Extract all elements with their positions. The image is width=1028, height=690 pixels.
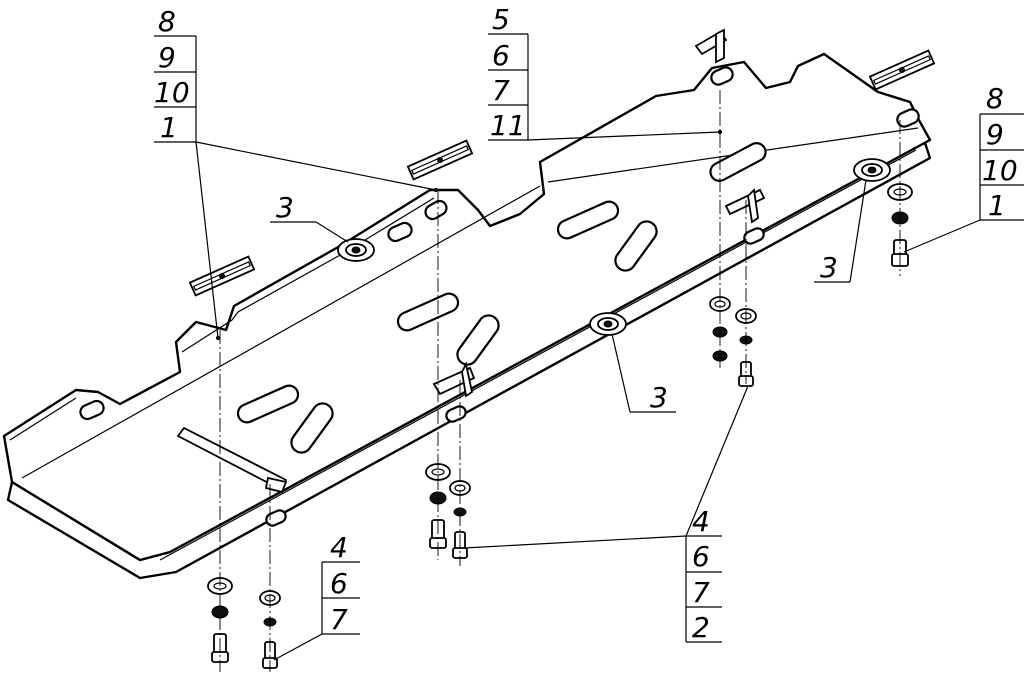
bracket	[461, 361, 474, 398]
callout-label: 3	[820, 251, 838, 284]
callout-lower-right: 4 6 7 2	[685, 505, 722, 644]
callout-nuts: 3 3 3	[276, 191, 838, 414]
callout-label: 11	[490, 109, 526, 142]
callout-label: 7	[692, 576, 710, 609]
welded-nut	[589, 312, 627, 336]
welded-nuts	[337, 158, 891, 336]
callout-label: 10	[982, 154, 1018, 187]
callout-label: 7	[492, 74, 510, 107]
spacer-plate	[406, 139, 474, 181]
callout-label: 7	[330, 603, 348, 636]
slot	[290, 402, 334, 454]
center-lines	[219, 90, 901, 672]
callout-right: 8 9 10 1	[979, 82, 1024, 222]
callout-label: 6	[492, 39, 510, 72]
callout-upper-left: 8 9 10 1	[154, 5, 197, 144]
plate-top-surface	[2, 52, 932, 562]
callout-label: 1	[988, 189, 1006, 222]
slot	[556, 200, 620, 240]
callout-label: 9	[158, 41, 176, 74]
callout-label: 2	[692, 611, 710, 644]
slot	[424, 199, 448, 221]
callout-label: 1	[160, 111, 178, 144]
callout-label: 3	[276, 191, 294, 224]
slot	[396, 292, 460, 332]
welded-nut	[337, 238, 375, 262]
callout-label: 8	[986, 82, 1004, 115]
welded-nut	[853, 158, 891, 182]
spacer-plate	[868, 49, 936, 91]
slot	[265, 509, 287, 527]
spacer-plate	[188, 255, 256, 297]
callout-lower-left: 4 6 7	[321, 531, 360, 636]
skid-plate	[2, 52, 932, 580]
spacer-plates	[188, 28, 936, 297]
callout-label: 10	[154, 76, 190, 109]
clip-plate	[694, 28, 728, 64]
plate-bend-line-left	[9, 197, 435, 441]
callout-label: 6	[330, 567, 348, 600]
callout-label: 3	[650, 381, 668, 414]
fastener-stack	[259, 590, 281, 669]
slot	[896, 108, 920, 128]
slot	[445, 405, 467, 423]
slot	[79, 399, 105, 421]
slot	[456, 314, 500, 366]
slot	[743, 227, 765, 245]
callout-label: 5	[492, 3, 510, 36]
bracket	[176, 426, 288, 492]
captive-brackets	[176, 188, 766, 494]
bracket	[747, 188, 759, 224]
slot	[709, 142, 767, 182]
plate-slots	[79, 66, 920, 527]
slot	[710, 66, 734, 86]
bracket	[264, 476, 288, 494]
leader-lines	[154, 129, 1024, 661]
callout-label: 9	[986, 118, 1004, 151]
callout-label: 4	[330, 531, 348, 564]
callout-label: 6	[692, 540, 710, 573]
callout-upper-middle: 5 6 7 11	[488, 3, 529, 142]
callout-label: 4	[692, 505, 710, 538]
plate-flange-edge	[159, 149, 917, 561]
slot	[614, 220, 658, 272]
slot	[236, 384, 300, 424]
callout-label: 8	[158, 5, 176, 38]
